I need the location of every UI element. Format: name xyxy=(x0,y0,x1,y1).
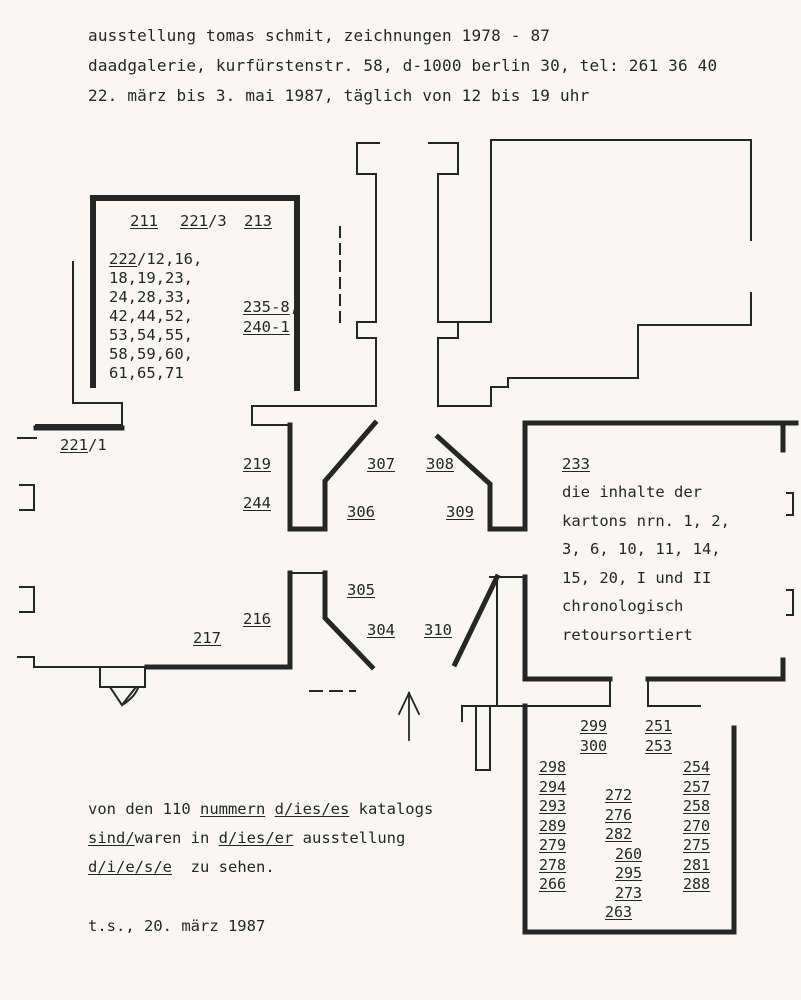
south-left-column-numbers: 298 294 293 289 279 278 266 xyxy=(539,758,567,893)
west-outer-wall xyxy=(35,261,123,426)
room-number-304: 304 xyxy=(367,621,395,639)
entrance-arrow-icon xyxy=(397,690,421,741)
header-dates-line: 22. märz bis 3. mai 1987, täglich von 12… xyxy=(88,86,590,105)
room-222-list: 222/12,16, 18,19,23, 24,28,33, 42,44,52,… xyxy=(109,250,203,382)
room-number-308: 308 xyxy=(426,455,454,473)
room-number-217: 217 xyxy=(193,629,221,647)
south-top-right-numbers: 251 253 xyxy=(645,717,673,755)
room-number-305: 305 xyxy=(347,581,375,599)
room-number-211: 211 xyxy=(130,212,158,230)
room-number-213: 213 xyxy=(244,212,272,230)
south-middle-column-numbers: 272 276 282 260 295 273 263 xyxy=(605,786,643,921)
room-233-description: die inhalte der kartons nrn. 1, 2, 3, 6,… xyxy=(562,483,730,644)
catalog-note-line-1: von den 110 nummern d/ies/es katalogs xyxy=(88,800,434,818)
room-number-216: 216 xyxy=(243,610,271,628)
room-number-240-1: 240-1 xyxy=(243,318,290,336)
room-number-309: 309 xyxy=(446,503,474,521)
catalog-note-line-2: sind/waren in d/ies/er ausstellung xyxy=(88,829,406,847)
room-number-235-8: 235-8, xyxy=(243,298,300,316)
north-corridor-walls xyxy=(251,139,752,426)
center-east-walls xyxy=(434,420,799,935)
catalog-note-line-3: d/i/e/s/e zu sehen. xyxy=(88,858,275,876)
room-number-310: 310 xyxy=(424,621,452,639)
room-number-306: 306 xyxy=(347,503,375,521)
room-number-307: 307 xyxy=(367,455,395,473)
room-number-219: 219 xyxy=(243,455,271,473)
center-west-walls xyxy=(144,419,379,671)
room-number-244: 244 xyxy=(243,494,271,512)
header-title-line: ausstellung tomas schmit, zeichnungen 19… xyxy=(88,26,551,45)
room-number-221-3: 221/3 xyxy=(180,212,227,230)
south-top-left-numbers: 299 300 xyxy=(580,717,608,755)
signature-date: t.s., 20. märz 1987 xyxy=(88,917,266,935)
room-number-233: 233 xyxy=(562,455,590,473)
north-west-room-walls xyxy=(90,195,300,391)
header-address-line: daadgalerie, kurfürstenstr. 58, d-1000 b… xyxy=(88,56,718,75)
room-number-221-1: 221/1 xyxy=(60,436,107,454)
south-right-column-numbers: 254 257 258 270 275 281 288 xyxy=(683,758,711,893)
